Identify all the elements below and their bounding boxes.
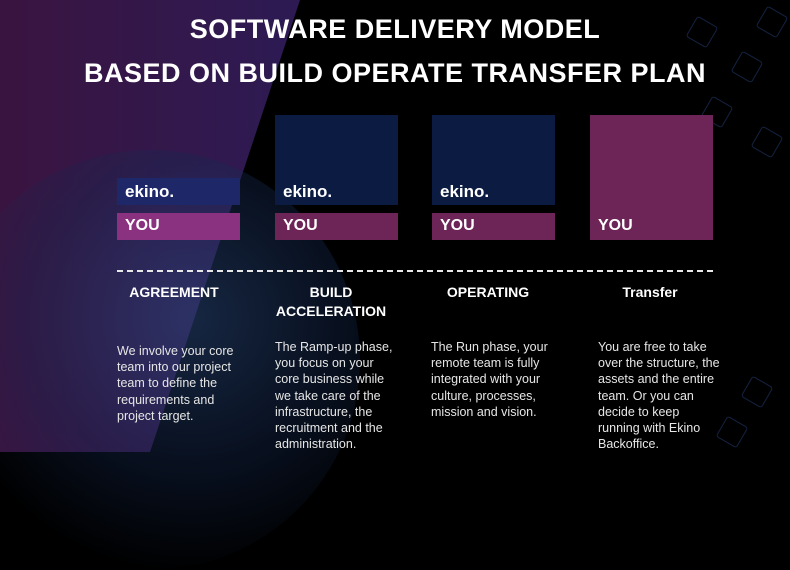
- ekino-share-box: ekino.: [275, 115, 398, 205]
- hexagon-decoration: [750, 125, 784, 159]
- you-share-box: YOU: [432, 213, 555, 240]
- phase-title-transfer: Transfer: [622, 284, 678, 300]
- phase-title-operating: OPERATING: [446, 284, 530, 300]
- you-share-box: YOU: [590, 115, 713, 240]
- phase-description-transfer: You are free to take over the structure,…: [598, 340, 720, 452]
- ekino-share-box: ekino.: [432, 115, 555, 205]
- phase-description-agreement: We involve your core team into our proje…: [117, 344, 234, 423]
- ekino-share-box: ekino.: [117, 178, 240, 205]
- ekino-logo: ekino.: [283, 182, 333, 201]
- hexagon-decoration: [740, 375, 774, 409]
- ekino-logo: ekino.: [440, 182, 490, 201]
- you-share-box: YOU: [117, 213, 240, 240]
- phase-description-operating: The Run phase, your remote team is fully…: [431, 340, 548, 419]
- page-title-line2: BASED ON BUILD OPERATE TRANSFER PLAN: [83, 58, 707, 88]
- you-label: YOU: [283, 217, 318, 234]
- phase-title-agreement: AGREEMENT: [129, 284, 219, 300]
- phase-description-build: The Ramp-up phase, you focus on your cor…: [275, 340, 393, 452]
- page-title-line1: SOFTWARE DELIVERY MODEL: [189, 14, 601, 44]
- phase-title-build-acceleration: BUILD ACCELERATION: [275, 284, 387, 319]
- ekino-logo: ekino.: [125, 182, 175, 201]
- you-share-box: YOU: [275, 213, 398, 240]
- timeline-divider: [117, 270, 713, 272]
- you-label: YOU: [598, 217, 633, 234]
- you-label: YOU: [125, 217, 160, 234]
- you-label: YOU: [440, 217, 475, 234]
